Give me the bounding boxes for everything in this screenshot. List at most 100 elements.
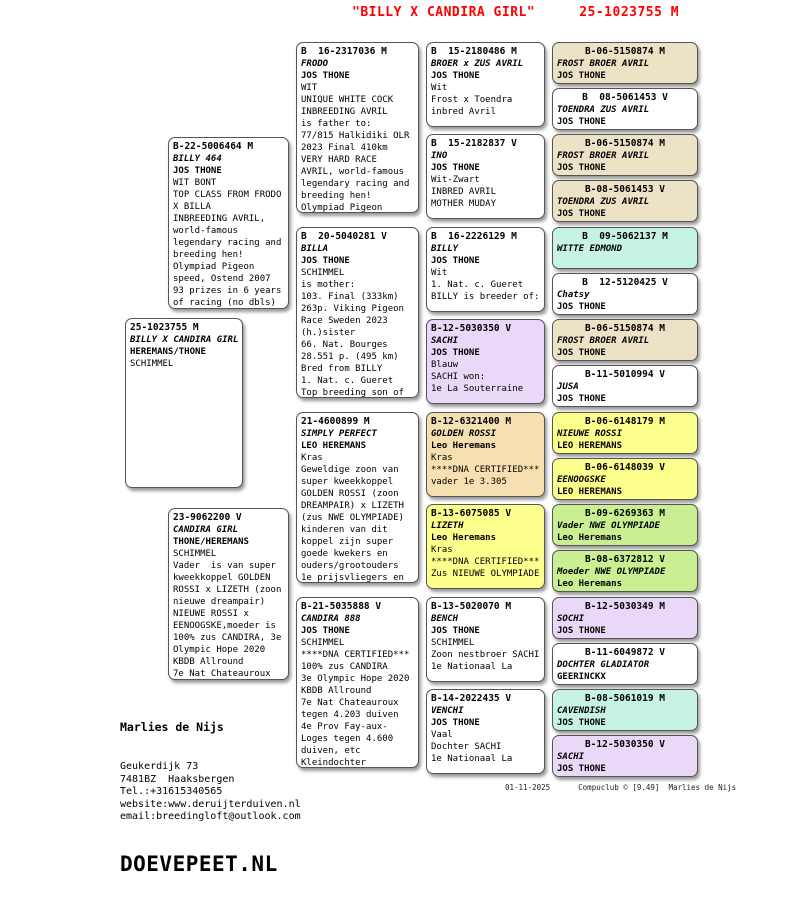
info-line: Top breeding son of [301, 388, 404, 398]
info-line: (h.)sister [301, 328, 356, 338]
info-line: breeding hen! [173, 250, 244, 260]
info-line: Olympiad Pigeon [173, 262, 255, 272]
info-line: ROSSI x LIZETH (zoon [173, 585, 282, 595]
info-line: INBREEDING AVRIL [301, 107, 388, 117]
info-line: TOP CLASS FROM FRODO [173, 190, 282, 200]
info-line: SCHIMMEL [130, 359, 174, 369]
owner-name: JOS THONE [431, 718, 480, 728]
info-line: ouders/grootouders [301, 561, 399, 571]
info-line: BILLY is breeder of: [431, 292, 540, 302]
ring-number: B 09-5062137 M [582, 231, 668, 242]
info-line: DREAMPAIR) x LIZETH [301, 501, 404, 511]
info-line: INBRED AVRIL [431, 187, 497, 197]
info-line: Loges tegen 4.600 [301, 734, 394, 744]
pigeon-name: BENCH [431, 614, 459, 624]
info-line: Olympic Hope 2020 [173, 645, 266, 655]
info-line: 100% zus CANDIRA [301, 662, 388, 672]
info-line: tegen 4.203 duiven [301, 710, 399, 720]
contact-line: 7481BZ Haaksbergen [120, 773, 235, 785]
pigeon-name: TOENDRA ZUS AVRIL [557, 105, 650, 115]
contact-line: website:www.deruijterduiven.nl [120, 798, 301, 810]
pigeon-name: INO [431, 151, 448, 161]
info-line: KBDB Allround [173, 657, 244, 667]
owner-name: Leo Heremans [557, 533, 623, 543]
info-line: Blauw [431, 360, 459, 370]
pigeon-name: BILLY X CANDIRA GIRL [130, 335, 239, 345]
ring-number: B 08-5061453 V [582, 92, 668, 103]
owner-name: JOS THONE [431, 71, 480, 81]
owner-name: JOS THONE [431, 348, 480, 358]
info-line: Kleindochter [301, 758, 367, 768]
info-line: SCHIMMEL [301, 268, 345, 278]
info-line: 1. Nat. c. Gueret [431, 280, 524, 290]
info-line: Zus NIEUWE OLYMPIADE [431, 569, 540, 579]
pigeon-name: NIEUWE ROSSI [557, 429, 623, 439]
pigeon-name: FRODO [301, 59, 329, 69]
pigeon-name: GOLDEN ROSSI [431, 429, 497, 439]
owner-name: JOS THONE [431, 626, 480, 636]
pigeon-name: SIMPLY PERFECT [301, 429, 377, 439]
pigeon-name: Vader NWE OLYMPIADE [557, 521, 660, 531]
contact-line: Geukerdijk 73 [120, 761, 199, 772]
ring-number: B 20-5040281 V [301, 231, 387, 242]
pigeon-name: Moeder NWE OLYMPIADE [557, 567, 666, 577]
ring-number: B-12-5030350 V [431, 323, 512, 334]
pigeon-name: DOCHTER GLADIATOR [557, 660, 650, 670]
info-line: inbred Avril [431, 107, 497, 117]
info-line: SCHIMMEL [173, 549, 217, 559]
ring-number: B 12-5120425 V [582, 277, 668, 288]
info-line: SCHIMMEL [301, 638, 345, 648]
pigeon-name: LIZETH [431, 521, 464, 531]
ring-number: B 15-2180486 M [431, 46, 517, 57]
info-line: is mother: [301, 280, 356, 290]
info-line: 7e Nat Chateauroux [301, 698, 399, 708]
info-line: NIEUWE ROSSI x [173, 609, 249, 619]
info-line: duiven, etc [301, 746, 361, 756]
footer-date: 01-11-2025 [505, 783, 551, 792]
report-footer: 01-11-2025 Compuclub © [9.49] Marlies de… [505, 783, 736, 792]
report-title-name: "BILLY X CANDIRA GIRL" [352, 5, 536, 20]
ring-number: B-13-6075085 V [431, 508, 512, 519]
info-line: goede kwekers en [301, 549, 388, 559]
info-line: SCHIMMEL [431, 638, 475, 648]
pedigree-box-toendra-1: B 08-5061453 V TOENDRA ZUS AVRIL JOS THONE [552, 88, 698, 130]
pigeon-name: SACHI [557, 752, 585, 762]
info-line: kinderen van dit [301, 525, 388, 535]
report-title: "BILLY X CANDIRA GIRL" 25-1023755 M [352, 5, 679, 20]
owner-name: LEO HEREMANS [557, 441, 623, 451]
info-line: of racing (no dbls) [173, 298, 276, 308]
brand-text: DOEVEPEET.NL [120, 851, 278, 876]
info-line: Kras [431, 545, 453, 555]
owner-name: Leo Heremans [431, 533, 497, 543]
ring-number: B-06-6148179 M [584, 416, 666, 427]
info-line: kweekkoppel GOLDEN [173, 573, 271, 583]
owner-name: JOS THONE [557, 302, 606, 312]
ring-number: B-06-5150874 M [584, 323, 666, 334]
info-line: 2023 Final 410km [301, 143, 388, 153]
info-line: legendary racing and [301, 179, 410, 189]
owner-name: JOS THONE [557, 117, 606, 127]
info-line: GOLDEN ROSSI (zoon [301, 489, 399, 499]
pigeon-name: SACHI [431, 336, 459, 346]
info-line: AVRIL, world-famous [301, 167, 404, 177]
pigeon-name: JUSA [557, 382, 579, 392]
pigeon-name: BILLY 464 [173, 154, 222, 164]
